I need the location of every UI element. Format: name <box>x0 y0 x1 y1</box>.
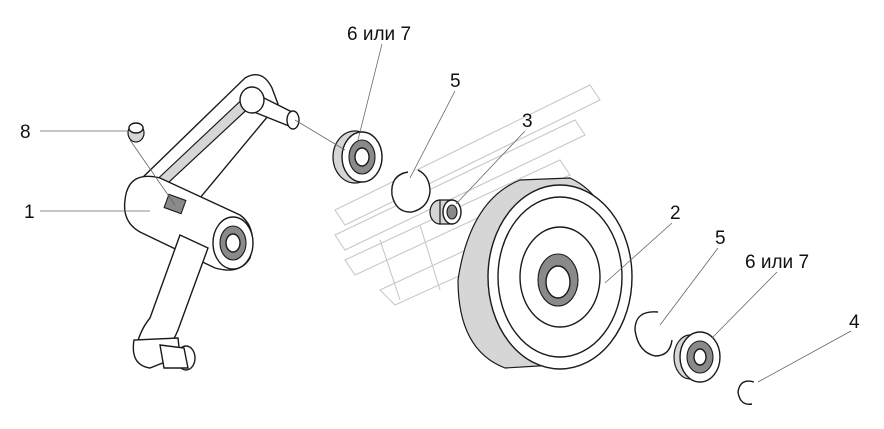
roller-wheel-part <box>457 177 633 370</box>
callout-2: 2 <box>670 203 681 224</box>
leader-lines <box>40 43 852 383</box>
lever-arm-part <box>123 74 300 371</box>
callout-5-top: 5 <box>450 71 461 92</box>
callout-1: 1 <box>24 202 35 223</box>
set-screw-part <box>127 122 145 143</box>
callout-6-or-7-top: 6 или 7 <box>347 24 411 45</box>
bearing-right-part <box>673 331 721 383</box>
retaining-ring-right-part <box>634 311 673 357</box>
bushing-part <box>429 199 462 225</box>
retaining-ring-top-part <box>391 169 431 213</box>
callout-4: 4 <box>849 312 860 333</box>
callout-6-or-7-right: 6 или 7 <box>745 252 809 273</box>
callout-8: 8 <box>20 122 31 143</box>
callout-3: 3 <box>522 111 533 132</box>
circlip-part <box>737 380 755 405</box>
bearing-top-part <box>332 130 383 184</box>
callout-5-right: 5 <box>715 228 726 249</box>
